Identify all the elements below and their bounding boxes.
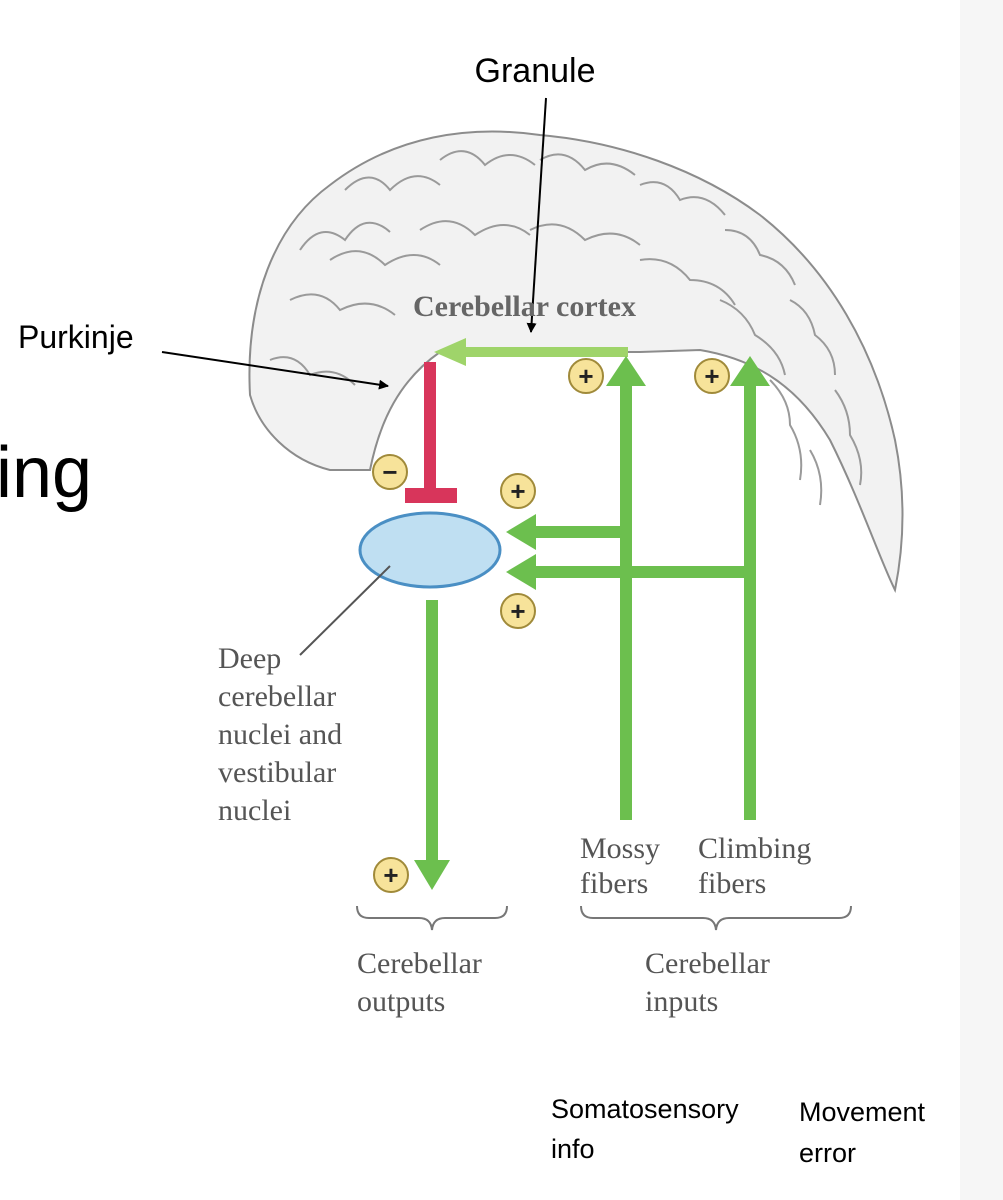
mossy-branch-arrow: [506, 514, 626, 550]
svg-text:Mossy: Mossy: [580, 832, 660, 865]
somatosensory-info-label: Somatosensory info: [551, 1094, 739, 1164]
plus-sign-mossy-top: +: [568, 358, 604, 394]
svg-text:info: info: [551, 1134, 595, 1164]
cerebellar-cortex-label: Cerebellar cortex: [413, 290, 636, 323]
svg-text:Cerebellar: Cerebellar: [357, 947, 482, 980]
purkinje-inhibitory-connection: [405, 362, 457, 503]
mossy-fibers-label: Mossy fibers: [580, 832, 660, 900]
cerebellum-outline: [248, 130, 904, 594]
purkinje-pointer: [161, 351, 389, 390]
cerebellum-illustration: [248, 130, 904, 594]
svg-text:Movement: Movement: [799, 1097, 926, 1127]
climbing-fibers-arrow: [730, 356, 770, 820]
slide-edge-strip: [960, 0, 1003, 1200]
svg-text:vestibular: vestibular: [218, 756, 336, 789]
cerebellar-outputs-label: Cerebellar outputs: [357, 947, 482, 1018]
purkinje-label: Purkinje: [18, 319, 134, 355]
svg-text:fibers: fibers: [698, 867, 766, 900]
svg-text:cerebellar: cerebellar: [218, 680, 336, 713]
svg-text:+: +: [510, 476, 525, 506]
plus-sign-climbing-branch: +: [500, 593, 536, 629]
svg-text:fibers: fibers: [580, 867, 648, 900]
svg-text:Cerebellar: Cerebellar: [645, 947, 770, 980]
svg-text:outputs: outputs: [357, 985, 445, 1018]
svg-text:nuclei: nuclei: [218, 794, 291, 827]
parallel-fiber-arrow: [434, 338, 628, 366]
deep-nuclei-ellipse: [358, 511, 502, 589]
svg-text:nuclei and: nuclei and: [218, 718, 342, 751]
deep-nuclei-pointer: [299, 565, 391, 656]
svg-text:+: +: [383, 860, 398, 890]
svg-text:error: error: [799, 1138, 856, 1168]
mossy-fibers-arrow: [606, 356, 646, 820]
output-arrow: [414, 600, 450, 890]
movement-error-label: Movement error: [799, 1097, 926, 1168]
deep-nuclei-label: Deep cerebellar nuclei and vestibular nu…: [218, 642, 342, 827]
plus-sign-climbing-top: +: [694, 358, 730, 394]
partial-slide-word: ing: [0, 433, 92, 513]
plus-sign-output: +: [373, 857, 409, 893]
cerebellar-inputs-label: Cerebellar inputs: [645, 947, 770, 1018]
svg-text:Climbing: Climbing: [698, 832, 811, 865]
svg-text:Deep: Deep: [218, 642, 281, 675]
plus-sign-mossy-branch: +: [500, 473, 536, 509]
climbing-branch-arrow: [506, 554, 756, 590]
svg-text:inputs: inputs: [645, 985, 718, 1018]
granule-label: Granule: [475, 52, 596, 90]
svg-text:Somatosensory: Somatosensory: [551, 1094, 739, 1124]
svg-text:+: +: [704, 361, 719, 391]
minus-sign-purkinje: −: [372, 454, 408, 490]
svg-text:+: +: [510, 596, 525, 626]
svg-text:−: −: [382, 457, 397, 487]
outputs-brace: [356, 905, 508, 931]
inputs-brace: [580, 905, 852, 931]
climbing-fibers-label: Climbing fibers: [698, 832, 811, 900]
svg-text:+: +: [578, 361, 593, 391]
granule-pointer: [526, 97, 547, 333]
